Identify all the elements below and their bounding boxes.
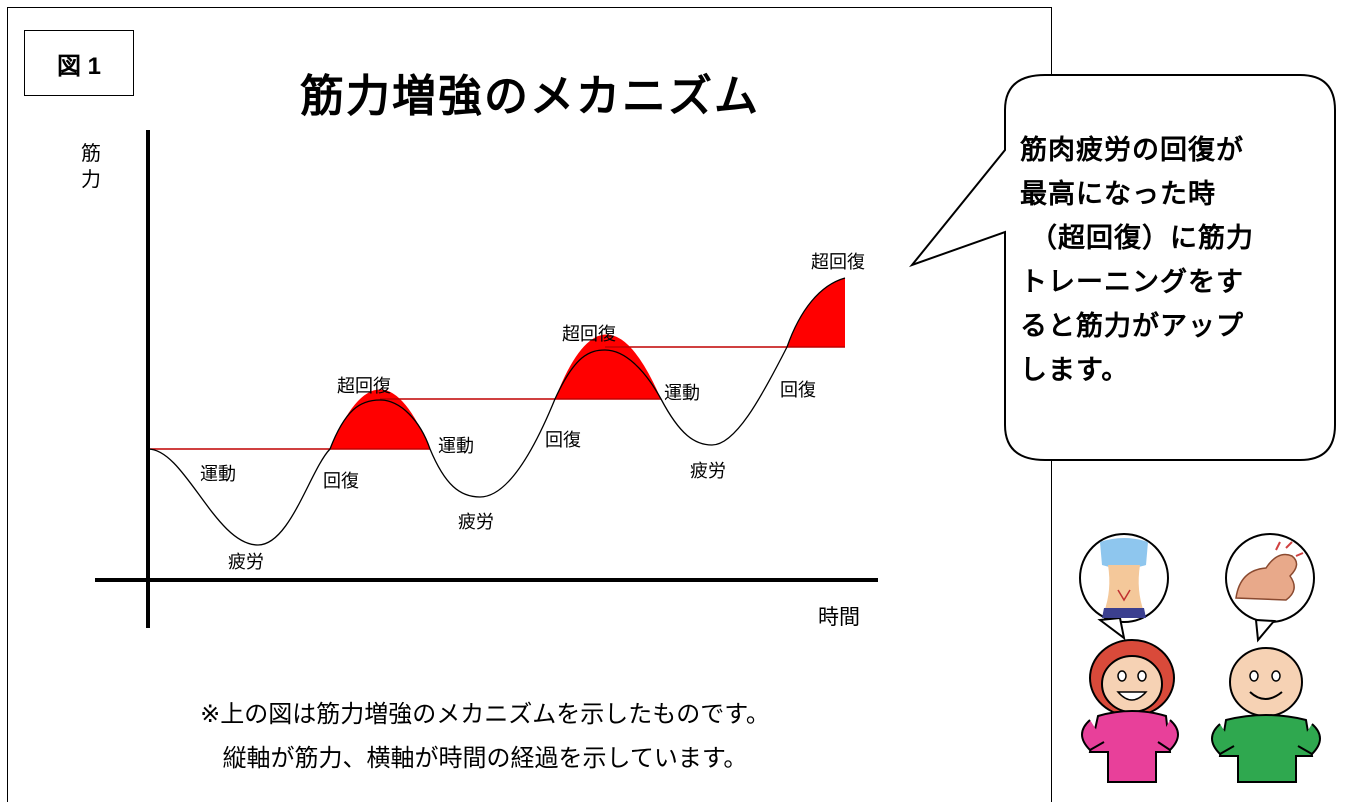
y-axis-label-char-1: 筋	[81, 141, 101, 165]
callout-line-3: （超回復）に筋力	[1030, 223, 1254, 253]
callout-text: 筋肉疲労の回復が 最高になった時 （超回復）に筋力 トレーニングをす ると筋力が…	[1020, 128, 1320, 392]
diagram-title: 筋力増強のメカニズム	[300, 71, 760, 122]
y-axis-label-char-2: 力	[81, 167, 101, 191]
slim-waist-icon	[1079, 533, 1169, 641]
supercompensation-area-1	[330, 389, 430, 449]
x-axis-label: 時間	[818, 605, 860, 629]
label-fatigue-3: 疲労	[690, 461, 726, 482]
label-recovery-2: 回復	[545, 430, 581, 451]
label-supercompensation-2: 超回復	[562, 324, 616, 345]
caption: ※上の図は筋力増強のメカニズムを示したものです。 縦軸が筋力、横軸が時間の経過を…	[70, 692, 900, 780]
label-fatigue-2: 疲労	[458, 512, 494, 533]
woman-figure	[1081, 639, 1179, 783]
label-fatigue-1: 疲労	[228, 552, 264, 573]
supercompensation-area-2	[555, 334, 661, 399]
y-axis-label: 筋 力	[78, 140, 104, 192]
strength-curve	[147, 277, 846, 546]
caption-line-1: ※上の図は筋力増強のメカニズムを示したものです。	[200, 700, 770, 728]
label-recovery-3: 回復	[780, 380, 816, 401]
label-supercompensation-1: 超回復	[337, 376, 391, 397]
callout-line-1: 筋肉疲労の回復が	[1020, 135, 1244, 165]
callout-line-2: 最高になった時	[1020, 179, 1216, 209]
figure-label: 図 1	[24, 30, 134, 96]
callout-line-6: します。	[1020, 355, 1130, 385]
callout-line-5: ると筋力がアップ	[1020, 311, 1244, 341]
callout-line-4: トレーニングをす	[1020, 267, 1244, 297]
label-supercompensation-3: 超回復	[811, 252, 865, 273]
label-exercise-3: 運動	[664, 383, 700, 404]
flexed-arm-icon	[1225, 533, 1315, 643]
label-exercise-1: 運動	[200, 464, 236, 485]
caption-line-2: 縦軸が筋力、横軸が時間の経過を示しています。	[222, 744, 748, 772]
man-figure	[1211, 647, 1321, 783]
speech-bubble	[908, 74, 1336, 461]
exercising-couple-illustration	[1079, 533, 1321, 783]
label-recovery-1: 回復	[323, 471, 359, 492]
label-exercise-2: 運動	[438, 436, 474, 457]
supercompensation-area-3	[787, 278, 845, 347]
